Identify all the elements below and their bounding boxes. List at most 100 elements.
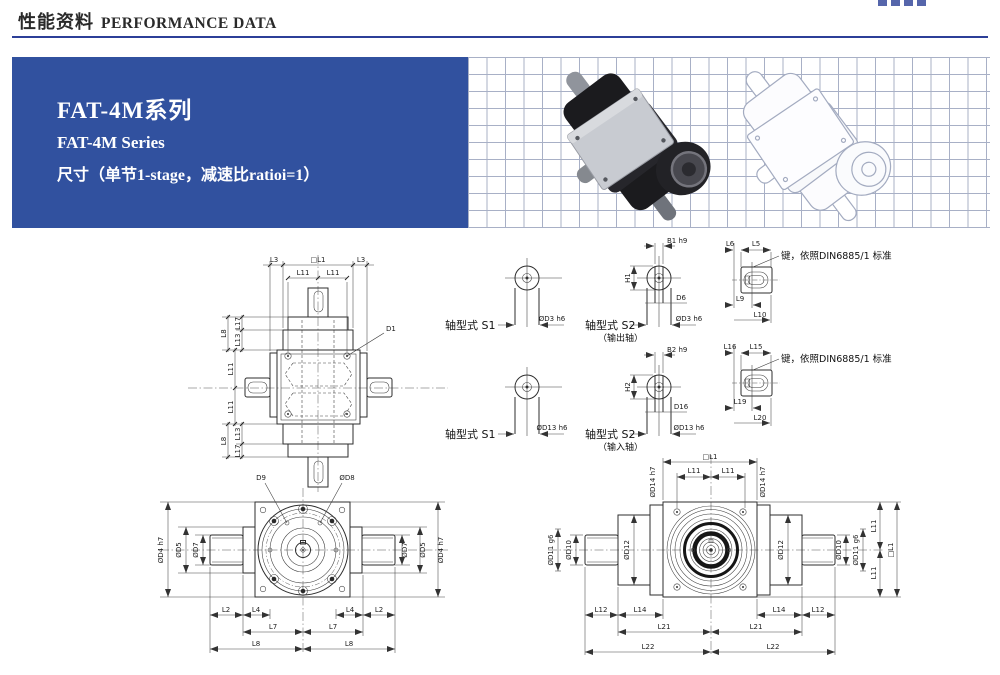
- grid-paper-photo-area: [468, 57, 990, 228]
- series-subtitle: 尺寸（单节1-stage，减速比ratioi=1）: [57, 167, 320, 184]
- key-standard-note: 键，依照DIN6885/1 标准: [781, 353, 892, 365]
- dim-label: L12: [595, 606, 608, 614]
- product-photo-lineart: [742, 71, 892, 222]
- dim-label: ØD13 h6: [537, 424, 568, 432]
- front-view-figure: ØD4 h7 ØD5 ØD7 ØD7 ØD5 ØD4 h7: [157, 474, 450, 653]
- dimension-drawings: L3 □L1 L3 L11 L11 L17 L13 L8: [157, 237, 901, 655]
- figure-subcaption: （输入轴）: [598, 441, 643, 453]
- dim-label: L9: [736, 295, 744, 303]
- dim-label: L14: [634, 606, 647, 614]
- dim-label: L21: [750, 623, 763, 631]
- dim-label: ØD3 h6: [539, 315, 566, 323]
- page-title-en: PERFORMANCE DATA: [101, 15, 277, 32]
- side-view-figure: □L1 L11 L11 ØD14 h7 ØD14 h7 ØD12 ØD10 ØD…: [547, 453, 901, 655]
- dim-label: L11: [688, 467, 701, 475]
- dim-label: □L1: [703, 453, 718, 461]
- dim-label: L20: [754, 414, 767, 422]
- dim-label: ØD5: [175, 542, 183, 557]
- dim-label: L11: [327, 269, 340, 277]
- dim-label: ØD11 g6: [852, 534, 860, 565]
- dim-label: L22: [642, 643, 655, 651]
- dim-label: L12: [812, 606, 825, 614]
- dim-label: ØD8: [339, 474, 354, 482]
- dim-label: B2 h9: [667, 346, 687, 354]
- dim-label: L17: [234, 445, 242, 458]
- series-title-en: FAT-4M Series: [57, 133, 165, 152]
- dim-label: □L1: [887, 543, 895, 558]
- key-output-figure: L6 L5 键，依照DIN6885/1 标准 L9 L10: [725, 240, 892, 323]
- dim-label: L8: [220, 437, 228, 445]
- shaft-s2-output-figure: B1 h9 H1 D6 ØD3 h6 轴型式 S2 （输出轴）: [585, 237, 703, 344]
- figure-subcaption: （输出轴）: [598, 332, 643, 344]
- dim-label: L17: [234, 317, 242, 330]
- dim-label: D9: [256, 474, 266, 482]
- dim-label: L5: [752, 240, 760, 248]
- dim-label: L14: [773, 606, 786, 614]
- dim-label: L8: [252, 640, 260, 648]
- dim-label: L7: [329, 623, 337, 631]
- dim-label: ØD14 h7: [649, 467, 657, 498]
- dim-label: L13: [234, 428, 242, 441]
- shaft-s2-input-figure: B2 h9 H2 D16 ØD13 h6 轴型式 S2 （输入轴）: [585, 346, 705, 453]
- dim-label: D6: [676, 294, 686, 302]
- dim-label: L2: [222, 606, 230, 614]
- dim-label: B1 h9: [667, 237, 687, 245]
- flange-bolts: [267, 504, 339, 596]
- dim-label: ØD7: [401, 542, 409, 557]
- product-photo-black: [563, 71, 711, 221]
- dim-label: H1: [624, 273, 632, 283]
- dim-label: L11: [870, 520, 878, 533]
- header-rule: [12, 36, 988, 38]
- dim-label: L22: [767, 643, 780, 651]
- dim-label: L6: [726, 240, 735, 248]
- dim-label: L13: [234, 334, 242, 347]
- dim-label: L11: [870, 567, 878, 580]
- cropped-logo: [878, 0, 930, 6]
- series-title-zh: FAT-4M系列: [57, 98, 193, 123]
- dim-label: L8: [345, 640, 353, 648]
- dim-label: L21: [658, 623, 671, 631]
- dim-label: L11: [227, 401, 235, 414]
- dim-label: D1: [386, 325, 396, 333]
- page-title: 性能资料 PERFORMANCE DATA: [18, 8, 277, 34]
- figure-caption: 轴型式 S1: [445, 318, 495, 332]
- dim-label: H2: [624, 382, 632, 392]
- key-input-figure: L16 L15 键，依照DIN6885/1 标准 L19 L20: [724, 343, 892, 426]
- dim-label: ØD12: [777, 540, 785, 560]
- dim-label: L11: [722, 467, 735, 475]
- dim-label: ØD10: [835, 540, 843, 560]
- dim-label: ØD4 h7: [157, 537, 165, 563]
- dim-label: L19: [734, 398, 747, 406]
- dim-label: ØD10: [565, 540, 573, 560]
- dim-label: L15: [750, 343, 763, 351]
- dim-label: ØD14 h7: [759, 467, 767, 498]
- dim-label: L11: [227, 363, 235, 376]
- dim-label: ØD5: [419, 542, 427, 557]
- dim-label: L3: [357, 256, 365, 264]
- dim-label: ØD7: [192, 542, 200, 557]
- figure-caption: 轴型式 S2: [585, 427, 635, 441]
- shaft-s1-input-figure: ØD13 h6 轴型式 S1: [445, 367, 568, 441]
- dim-label: L4: [252, 606, 261, 614]
- dim-label: L16: [724, 343, 737, 351]
- dim-label: ØD11 g6: [547, 534, 555, 565]
- dim-label: L10: [754, 311, 767, 319]
- dim-label: L3: [270, 256, 278, 264]
- mounting-plate: [567, 88, 674, 190]
- dim-label: L8: [220, 329, 228, 337]
- dim-label: ØD4 h7: [437, 537, 445, 563]
- dim-label: L4: [346, 606, 355, 614]
- dim-label: L7: [269, 623, 277, 631]
- figure-caption: 轴型式 S1: [445, 427, 495, 441]
- figure-caption: 轴型式 S2: [585, 318, 635, 332]
- dim-label: □L1: [311, 256, 326, 264]
- dim-label: D16: [674, 403, 689, 411]
- key-standard-note: 键，依照DIN6885/1 标准: [781, 250, 892, 262]
- page-title-zh: 性能资料: [18, 12, 94, 32]
- dim-label: ØD3 h6: [676, 315, 703, 323]
- shaft-s1-output-figure: ØD3 h6 轴型式 S1: [445, 258, 566, 332]
- dim-label: ØD13 h6: [674, 424, 705, 432]
- dim-label: L11: [297, 269, 310, 277]
- series-banner: FAT-4M系列 FAT-4M Series 尺寸（单节1-stage，减速比r…: [12, 57, 468, 228]
- dim-label: L2: [375, 606, 383, 614]
